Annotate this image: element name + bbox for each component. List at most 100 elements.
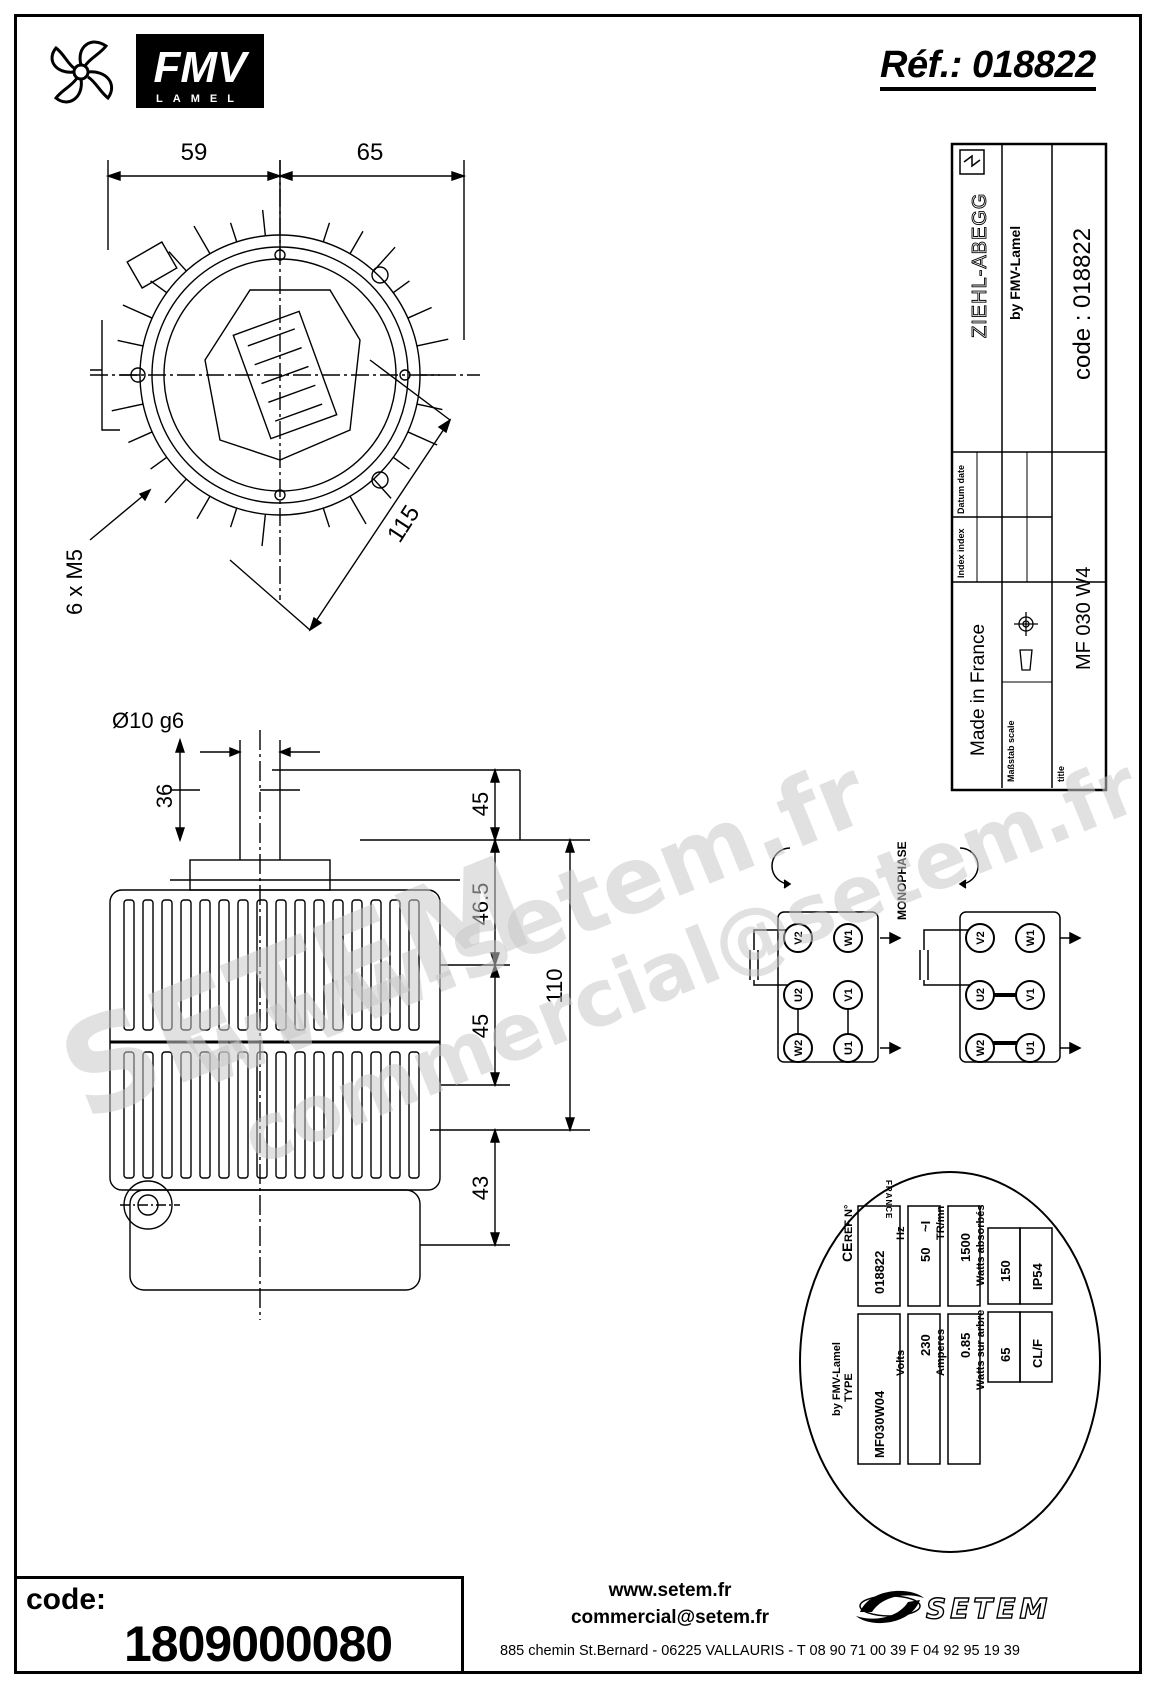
amperes-value: 0.85 — [958, 1333, 973, 1358]
model-title: MF 030 W4 — [1073, 567, 1095, 670]
terminal-circle — [1015, 923, 1045, 953]
phase-value: ~I — [918, 1221, 933, 1232]
drawing-frame — [14, 14, 1142, 1674]
side-fin — [408, 1051, 420, 1179]
side-fin — [180, 899, 192, 1031]
terminal-circle — [965, 923, 995, 953]
manufacturer-name: ZIEHL-ABEGG — [969, 193, 991, 338]
nameplate: by FMV-Lamel CE TYPE REF N° MF030W04 018… — [799, 1171, 1101, 1553]
terminal-circle — [965, 1033, 995, 1063]
volts-value: 230 — [918, 1334, 933, 1356]
side-fin — [142, 1051, 154, 1179]
side-fin — [313, 1051, 325, 1179]
index-label: Index index — [956, 528, 966, 578]
side-fin — [275, 1051, 287, 1179]
terminal-label: W2 — [793, 1040, 805, 1057]
brand-name: FMV — [154, 43, 251, 92]
side-fin — [199, 899, 211, 1031]
rpm-value: 1500 — [958, 1233, 973, 1262]
motor-side-view: Ø10 g6 36 45 46.5 45 110 43 — [109, 708, 590, 1320]
code-label: code: — [26, 1583, 107, 1616]
cooling-fin — [416, 403, 443, 411]
cooling-fin — [392, 280, 410, 294]
protection-rating: IP54 — [1030, 1262, 1045, 1290]
dim-36: 36 — [152, 784, 177, 808]
side-fin — [218, 899, 230, 1031]
side-fin — [370, 899, 382, 1031]
footer-email[interactable]: commercial@setem.fr — [570, 1607, 770, 1628]
cooling-fin — [349, 230, 364, 255]
brand-subtitle: LAMEL — [156, 93, 244, 105]
dim-65: 65 — [357, 140, 384, 166]
cooling-fin — [349, 495, 367, 525]
terminal-label: V2 — [975, 931, 987, 944]
title-block-code: code : 018822 — [1069, 228, 1096, 380]
terminal-circle — [833, 1033, 863, 1063]
cooling-fin — [229, 222, 238, 243]
title-block: ZIEHL-ABEGG by FMV-Lamel code : 018822 D… — [950, 142, 1108, 792]
shaft-watts-value: 65 — [998, 1348, 1013, 1362]
side-fin — [332, 899, 344, 1031]
terminal-label: W1 — [843, 930, 855, 947]
hz-value: 50 — [918, 1248, 933, 1262]
origin-label: Made in France — [968, 624, 989, 756]
terminal-circle — [833, 923, 863, 953]
side-fin — [237, 899, 249, 1031]
projection-symbol-icon — [1014, 612, 1038, 671]
cooling-fin — [150, 456, 168, 470]
cooling-fin — [407, 431, 438, 446]
cooling-fin — [416, 338, 449, 347]
dim-45-top: 45 — [468, 792, 493, 816]
side-fin — [161, 899, 173, 1031]
side-fin — [199, 1051, 211, 1179]
ziehl-abegg-icon — [963, 154, 981, 168]
cooling-fin — [373, 478, 392, 499]
nameplate-france: FRANCE — [884, 1180, 893, 1219]
setem-wordmark: SETEM — [925, 1591, 1052, 1625]
side-fin — [313, 899, 325, 1031]
footer-website[interactable]: www.setem.fr — [608, 1580, 732, 1601]
cooling-fin — [150, 280, 168, 294]
cooling-fin — [168, 251, 187, 272]
rpm-label: TR/mn — [935, 1206, 947, 1241]
cooling-fin — [392, 456, 410, 470]
fmv-logo: FMV LAMEL — [50, 34, 264, 108]
ref-value: 018822 — [872, 1251, 887, 1294]
cooling-fin — [322, 507, 331, 528]
terminal-label: U2 — [975, 988, 987, 1002]
insulation-class: CL/F — [1030, 1339, 1045, 1368]
ce-mark: CE — [839, 1243, 855, 1262]
terminal-circle — [783, 1033, 813, 1063]
side-fin — [408, 899, 420, 1031]
motor-top-view: 59 65 115 6 x M5 — [62, 140, 480, 632]
cooling-fin — [164, 478, 187, 504]
code-value: 1809000080 — [124, 1616, 393, 1672]
cooling-fin — [117, 339, 144, 347]
footer-address: 885 chemin St.Bernard - 06225 VALLAURIS … — [500, 1643, 1020, 1659]
side-fin — [256, 1051, 268, 1179]
cooling-fin — [196, 495, 211, 520]
rotation-cw-icon — [959, 847, 979, 885]
cooling-fin — [122, 304, 153, 319]
terminal-circle — [1015, 1033, 1045, 1063]
cooling-fin — [111, 403, 144, 412]
manufacturer-by-line: by FMV-Lamel — [1007, 226, 1023, 320]
side-fin — [218, 1051, 230, 1179]
side-fin — [332, 1051, 344, 1179]
terminal-circle — [783, 923, 813, 953]
hole-spec: 6 x M5 — [62, 549, 87, 615]
cooling-fin — [373, 246, 396, 272]
amperes-label: Amperes — [935, 1329, 947, 1376]
side-fin — [142, 899, 154, 1031]
cooling-fin — [261, 514, 267, 547]
side-fin — [161, 1051, 173, 1179]
side-fin — [256, 899, 268, 1031]
terminal-label: W2 — [975, 1040, 987, 1057]
absorbed-watts-label: Watts absorbés — [975, 1204, 987, 1286]
fan-icon — [50, 40, 114, 104]
terminal-label: U1 — [843, 1041, 855, 1055]
cooling-fin — [229, 507, 238, 528]
side-fin — [351, 1051, 363, 1179]
code-box: code: 1809000080 — [14, 1576, 464, 1674]
side-fin — [294, 899, 306, 1031]
